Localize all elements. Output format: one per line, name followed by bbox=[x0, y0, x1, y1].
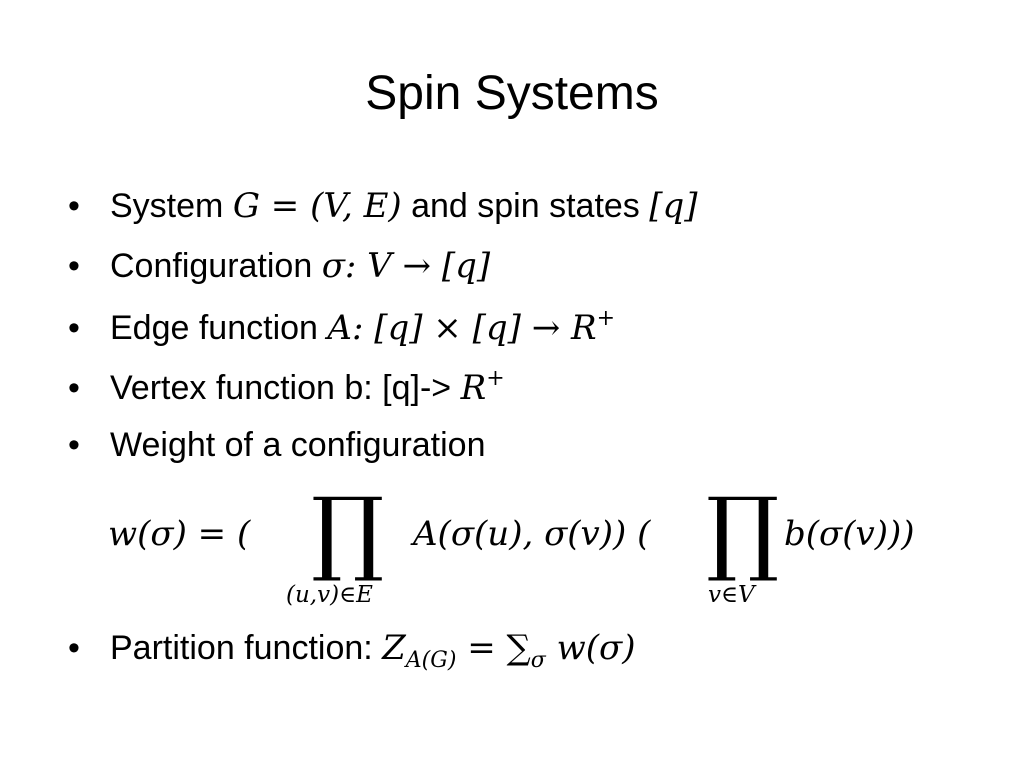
math-expression: Z bbox=[382, 628, 406, 668]
bullet-text: Partition function: bbox=[110, 629, 383, 667]
bullet-icon: • bbox=[68, 309, 80, 347]
math-superscript: + bbox=[596, 306, 616, 331]
math-expression: [q] bbox=[649, 186, 698, 226]
bullet-vertex-function: • Vertex function b: [q]-> R+ bbox=[68, 366, 505, 408]
bullet-system: • System G = (V, E) and spin states [q] bbox=[68, 186, 698, 226]
product-subscript-vertices: v∈V bbox=[708, 582, 755, 608]
math-superscript: + bbox=[486, 366, 505, 391]
math-expression: σ: V → [q] bbox=[321, 246, 491, 286]
bullet-text: Weight of a configuration bbox=[110, 426, 486, 464]
math-expression: = ∑ bbox=[456, 628, 531, 668]
weight-formula: w(σ) = ( ∏ (u,v)∈E A(σ(u), σ(v)) ( ∏ v∈V… bbox=[108, 486, 988, 616]
bullet-icon: • bbox=[68, 187, 80, 225]
bullet-text: and spin states bbox=[401, 187, 650, 225]
bullet-text: System bbox=[110, 187, 233, 225]
bullet-icon: • bbox=[68, 369, 80, 407]
math-expression: w(σ) bbox=[545, 628, 636, 668]
bullet-weight: • Weight of a configuration bbox=[68, 426, 486, 465]
formula-rhs: b(σ(v))) bbox=[784, 514, 915, 554]
bullet-configuration: • Configuration σ: V → [q] bbox=[68, 246, 490, 286]
math-subscript: A(G) bbox=[405, 648, 457, 673]
bullet-partition-function: • Partition function: ZA(G) = ∑σ w(σ) bbox=[68, 628, 635, 673]
bullet-text: Edge function bbox=[110, 309, 328, 347]
math-expression: A: [q] × [q] → R bbox=[327, 308, 597, 348]
bullet-text: Vertex function b: [q]-> bbox=[110, 369, 461, 407]
bullet-icon: • bbox=[68, 629, 80, 667]
math-expression: G = (V, E) bbox=[232, 186, 402, 226]
product-symbol: ∏ bbox=[311, 478, 385, 585]
formula-lhs: w(σ) = ( bbox=[108, 514, 251, 554]
product-symbol: ∏ bbox=[706, 478, 780, 585]
math-expression: R bbox=[460, 368, 487, 408]
bullet-icon: • bbox=[68, 247, 80, 285]
bullet-edge-function: • Edge function A: [q] × [q] → R+ bbox=[68, 306, 615, 348]
bullet-text: Configuration bbox=[110, 247, 322, 285]
product-subscript-edges: (u,v)∈E bbox=[286, 582, 373, 608]
slide-title: Spin Systems bbox=[365, 67, 659, 120]
formula-middle: A(σ(u), σ(v)) ( bbox=[413, 514, 651, 554]
bullet-icon: • bbox=[68, 426, 80, 464]
math-subscript: σ bbox=[530, 648, 546, 673]
